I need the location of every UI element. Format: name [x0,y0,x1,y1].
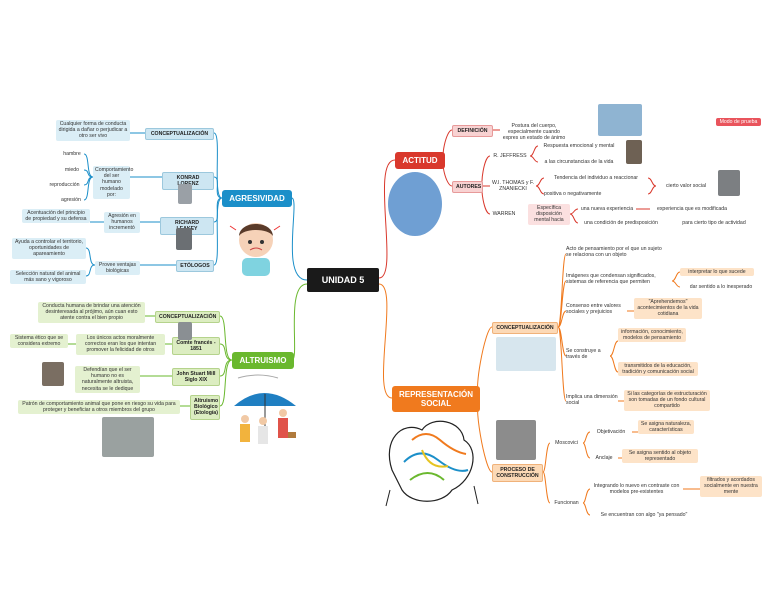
central-topic[interactable]: UNIDAD 5 [307,268,379,292]
heads-illustration [496,337,556,371]
altruismo-definition: Conducta humana de brindar una atención … [38,302,145,323]
leakey-result: Acentuación del principio de propiedad y… [22,209,90,223]
actitud-definicion[interactable]: DEFINICIÓN [452,125,493,137]
warren-text: Específica disposición mental hacia [528,204,570,225]
actitud-autores[interactable]: AUTORES [452,181,483,193]
actitud-topic[interactable]: ACTITUD [395,152,445,169]
biologico-text: Patrón de comportamiento animal que pone… [18,400,180,414]
jeffress-item: a las circunstancias de la vida [538,159,620,165]
anclaje[interactable]: Anclaje [590,455,618,461]
objetivacion[interactable]: Objetivación [590,429,632,435]
funcionan-item: Integrando lo nuevo en contraste con mod… [590,483,683,495]
portrait-image [718,170,740,196]
imagenes-result: dar sentido a lo inesperado [680,284,762,290]
concept-item: Se construye a través de [566,348,610,360]
consenso-result: "Aprehendemos" acontecimientos de la vid… [634,298,702,319]
konrad-item: hambre [60,151,84,157]
elephants-photo [102,417,154,457]
portrait-image [496,420,536,460]
warren-item: una nueva experiencia [578,206,636,212]
social-faces-illustration [382,410,482,508]
leakey-text: Agresión en humanos incrementó [104,212,140,233]
warren-result: para cierto tipo de actividad [676,220,752,226]
john-stuart-mill[interactable]: John Stuart Mill Siglo XIX [172,368,220,386]
funcionan-result: filtrados y acordados socialmente en nue… [700,476,762,497]
thomas-item: Tendencia del individuo a reaccionar [544,175,648,181]
portrait-image [42,362,64,386]
concept-item: Consenso entre valores sociales y prejui… [566,303,627,315]
construye-result: transmitidos de la educación, tradición … [618,362,698,376]
altruismo-topic[interactable]: ALTRUISMO [232,352,294,369]
mill-text: Defendían que el ser humano no es natura… [75,366,140,393]
moscovici[interactable]: Moscovici [550,440,583,446]
thomas-result: cierto valor social [656,183,716,189]
anclaje-text: Se asigna sentido al objeto representado [622,449,698,463]
trial-badge[interactable]: Modo de prueba [716,118,761,126]
konrad-item: agresión [58,197,84,203]
thomas-znaniecki[interactable]: W.I. THOMAS y F. ZNANIECKI [490,180,536,192]
portrait-image [178,322,192,340]
konrad-item: reproducción [45,182,84,188]
comte-result: Sistema ético que se considera extremo [10,334,68,348]
portrait-image [626,140,642,164]
jeffress-item: Respuesta emocional y mental [538,143,620,149]
konrad-text: Comportamiento del ser humano modelado p… [93,166,130,199]
comte-text: Los únicos actos moralmente correctos er… [76,334,165,355]
funcionan[interactable]: Funcionan [550,500,583,506]
warren[interactable]: WARREN [490,211,518,217]
agresividad-topic[interactable]: AGRESIVIDAD [222,190,292,207]
funcionan-item: Se encuentran con algo "ya pensado" [590,512,698,518]
etologos[interactable]: ETÓLOGOS [176,260,214,272]
warren-item: una condición de predisposición [578,220,664,226]
blue-oval-shape [388,172,442,236]
jeffress[interactable]: R. JEFFRESS [490,153,530,159]
portrait-image [176,228,192,250]
definicion-text: Postura del cuerpo, especialmente cuando… [500,123,568,142]
konrad-item: miedo [60,167,84,173]
dimension-result: Si las categorías de estructuración son … [624,390,710,411]
representacion-social-topic[interactable]: REPRESENTACIÓN SOCIAL [392,386,480,412]
agresividad-conceptualizacion[interactable]: CONCEPTUALIZACIÓN [145,128,214,140]
concept-item: Acto de pensamiento por el que un sujeto… [566,246,666,258]
construye-result: información, conocimiento, modelos de pe… [618,328,686,342]
group-photo [598,104,642,136]
objetivacion-text: Se asigna naturaleza, características [638,420,694,434]
thomas-item: positiva o negativamente [544,191,648,197]
concept-item: Imágenes que condensan significados, sis… [566,273,672,285]
etologos-item: Ayuda a controlar el territorio, oportun… [12,238,86,259]
agresividad-definition: Cualquier forma de conducta dirigida a d… [56,120,130,141]
concept-item: Implica una dimensión social [566,394,618,406]
angry-child-illustration [228,216,284,278]
altruismo-biologico[interactable]: Altruismo Biológico (Etología) [190,395,220,420]
portrait-image [178,184,192,204]
representacion-conceptualizacion[interactable]: CONCEPTUALIZACIÓN [492,322,558,334]
etologos-item: Selección natural del animal más sano y … [10,270,86,284]
proceso-construccion[interactable]: PROCESO DE CONSTRUCCIÓN [492,464,543,482]
etologos-text: Provee ventajas biológicas [95,261,140,275]
warren-result: experiencia que es modificada [650,206,734,212]
umbrella-people-illustration [228,372,302,462]
imagenes-result: interpretar lo que sucede [680,268,754,276]
